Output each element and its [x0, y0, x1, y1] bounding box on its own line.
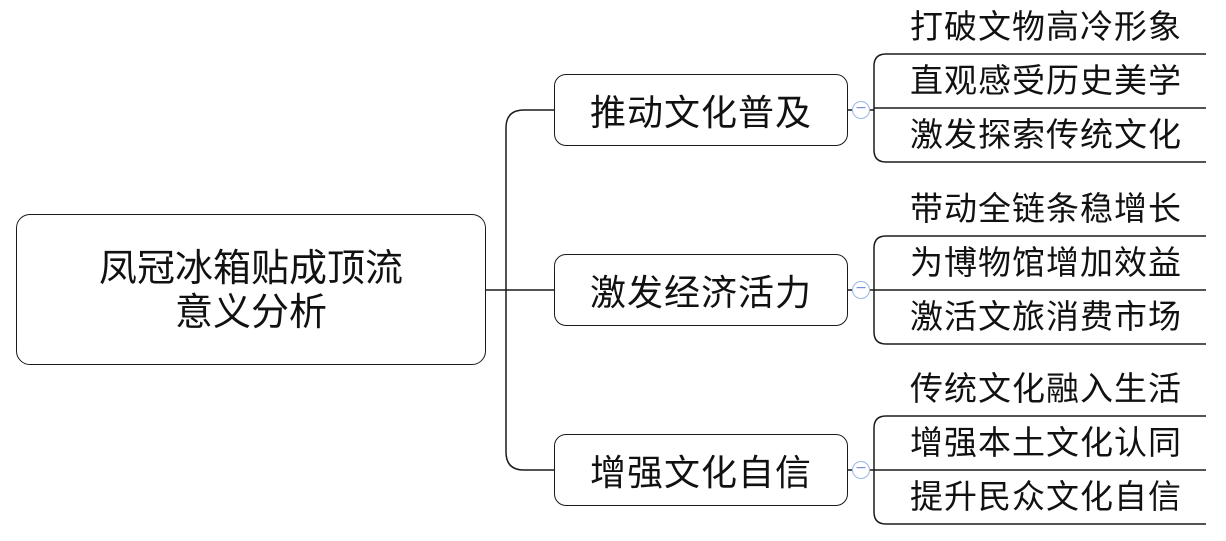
trunk-connector-1: [505, 109, 554, 290]
branch-label: 推动文化普及: [589, 93, 812, 134]
branch-node-3[interactable]: 增强文化自信: [554, 434, 848, 506]
branch-node-2[interactable]: 激发经济活力: [554, 254, 848, 326]
leaf-node-2-2[interactable]: 为博物馆增加效益: [910, 243, 1182, 282]
root-node[interactable]: 凤冠冰箱贴成顶流 意义分析: [16, 214, 486, 365]
leaf-node-1-3[interactable]: 激发探索传统文化: [910, 115, 1182, 154]
collapse-icon[interactable]: −: [852, 101, 870, 119]
leaf-node-3-1[interactable]: 传统文化融入生活: [910, 369, 1182, 408]
leaf-node-1-1[interactable]: 打破文物高冷形象: [910, 7, 1182, 46]
leaf-node-2-1[interactable]: 带动全链条稳增长: [910, 189, 1182, 228]
root-title-line-2: 意义分析: [174, 289, 327, 334]
branch-label: 增强文化自信: [589, 453, 812, 494]
collapse-icon[interactable]: −: [852, 461, 870, 479]
leaf-node-3-3[interactable]: 提升民众文化自信: [910, 477, 1182, 516]
collapse-icon[interactable]: −: [852, 281, 870, 299]
branch-label: 激发经济活力: [589, 273, 812, 314]
root-title-line-1: 凤冠冰箱贴成顶流: [98, 245, 403, 290]
leaf-node-1-2[interactable]: 直观感受历史美学: [910, 61, 1182, 100]
branch-node-1[interactable]: 推动文化普及: [554, 74, 848, 146]
leaf-node-2-3[interactable]: 激活文旅消费市场: [910, 297, 1182, 336]
trunk-connector-3: [505, 290, 554, 471]
leaf-node-3-2[interactable]: 增强本土文化认同: [910, 423, 1182, 462]
